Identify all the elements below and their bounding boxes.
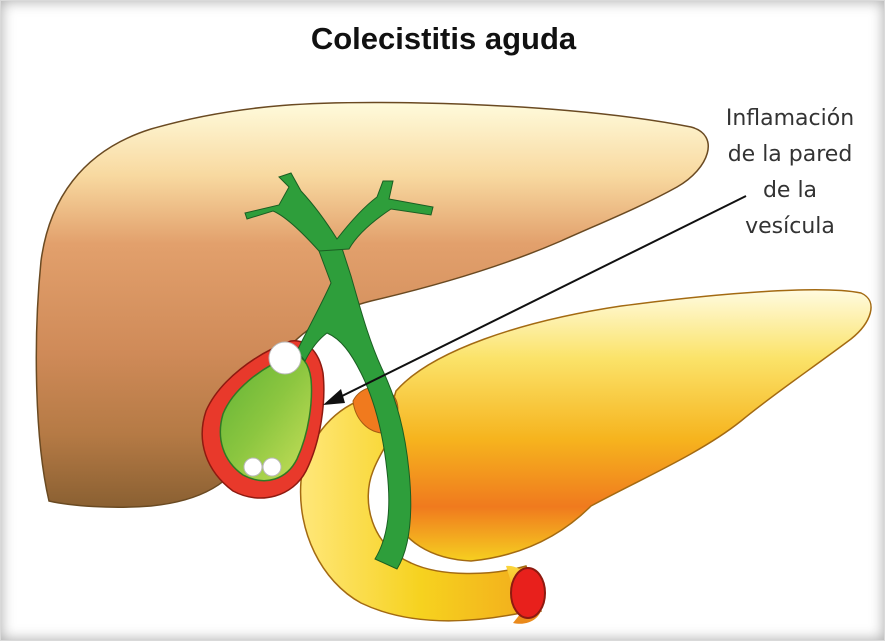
gallstone-large: [269, 342, 301, 374]
gallstone-small: [263, 458, 281, 476]
pancreas-shape: [389, 290, 871, 561]
callout-line: Inflamación: [701, 101, 879, 137]
callout-line: de la: [701, 173, 879, 209]
duodenum-lumen: [511, 568, 545, 618]
callout-line: vesícula: [701, 209, 879, 245]
gallstone-small: [244, 458, 262, 476]
callout-arrow-head: [323, 389, 345, 405]
page-title: Colecistitis aguda: [1, 21, 885, 57]
callout-line: de la pared: [701, 137, 879, 173]
callout-label: Inflamación de la pared de la vesícula: [701, 101, 879, 245]
